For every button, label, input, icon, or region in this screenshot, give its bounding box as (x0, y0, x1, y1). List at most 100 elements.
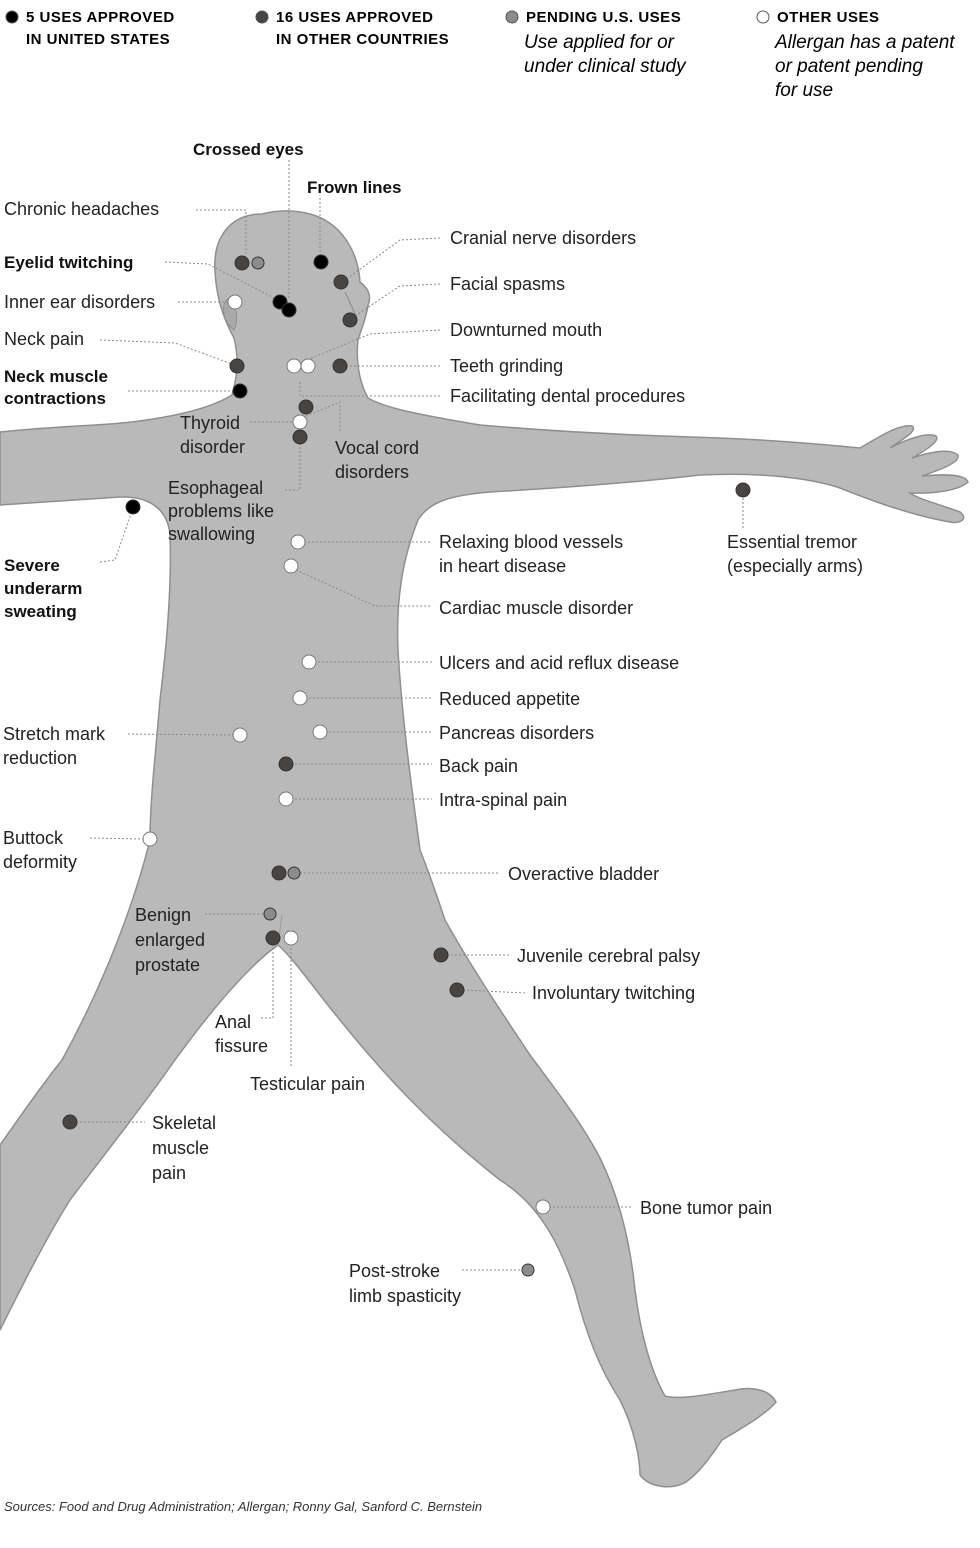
leader-line (89, 837, 145, 840)
leader-line (99, 507, 134, 563)
leader-lines (76, 160, 744, 1271)
label-pancreas: Pancreas disorders (439, 723, 594, 743)
label-intra-spinal: Intra-spinal pain (439, 790, 567, 810)
marker-cerebral-palsy-approved-other (433, 947, 449, 963)
label-skeletal: Skeletal (152, 1113, 216, 1133)
marker-ulcers-other (301, 654, 317, 670)
marker-teeth-grinding-other (300, 358, 316, 374)
label-facial-spasms: Facial spasms (450, 274, 565, 294)
marker-chronic-headaches-approved-other (234, 255, 250, 271)
marker-pancreas-other (312, 724, 328, 740)
marker-frown-lines-approved-us (313, 254, 329, 270)
marker-teeth-grinding-approved-other (332, 358, 348, 374)
label-vocal-cord: Vocal cord (335, 438, 419, 458)
legend-description: or patent pending (775, 56, 923, 77)
marker-twitching-approved-other (449, 982, 465, 998)
label-buttock: deformity (3, 852, 77, 872)
legend-pending-us-dot (505, 10, 519, 24)
label-prostate: enlarged (135, 930, 205, 950)
label-blood-vessels: Relaxing blood vessels (439, 532, 623, 552)
leader-line (351, 283, 441, 319)
label-anal-fissure: fissure (215, 1036, 268, 1056)
label-esophageal: problems like (168, 501, 274, 521)
label-underarm: sweating (4, 602, 77, 621)
leader-line (305, 401, 341, 432)
marker-chronic-headaches-pending-us (251, 256, 265, 270)
label-frown-lines: Frown lines (307, 178, 401, 197)
label-underarm: Severe (4, 556, 60, 575)
label-downturned-mouth: Downturned mouth (450, 320, 602, 340)
marker-skeletal-approved-other (62, 1114, 78, 1130)
label-esophageal: swallowing (168, 524, 255, 544)
leader-line (295, 569, 432, 607)
label-prostate: prostate (135, 955, 200, 975)
marker-appetite-other (292, 690, 308, 706)
label-testicular: Testicular pain (250, 1074, 365, 1094)
label-underarm: underarm (4, 579, 82, 598)
label-eyelid-twitching: Eyelid twitching (4, 253, 133, 272)
leader-line (260, 944, 274, 1019)
label-blood-vessels: in heart disease (439, 556, 566, 576)
marker-prostate-pending-us (263, 907, 277, 921)
marker-underarm-approved-us (125, 499, 141, 515)
legend-heading: 5 USES APPROVED (26, 9, 175, 26)
marker-downturned-mouth-other (286, 358, 302, 374)
marker-bladder-approved-other (271, 865, 287, 881)
label-bladder: Overactive bladder (508, 864, 659, 884)
legend: 5 USES APPROVED IN UNITED STATES 16 USES A… (5, 9, 955, 101)
label-twitching: Involuntary twitching (532, 983, 695, 1003)
leader-line (285, 442, 301, 491)
marker-esophageal-approved-other (292, 429, 308, 445)
label-skeletal: muscle (152, 1138, 209, 1158)
label-chronic-headaches: Chronic headaches (4, 199, 159, 219)
marker-back-pain-approved-other (278, 756, 294, 772)
marker-essential-tremor-approved-other (735, 482, 751, 498)
marker-cardiac-other (283, 558, 299, 574)
label-thyroid: Thyroid (180, 413, 240, 433)
label-neck-muscle: contractions (4, 389, 106, 408)
legend-heading: IN UNITED STATES (26, 31, 170, 48)
marker-cranial-nerve-approved-other (333, 274, 349, 290)
label-bone-tumor: Bone tumor pain (640, 1198, 772, 1218)
label-post-stroke: Post-stroke (349, 1261, 440, 1281)
body-shape (0, 210, 969, 1488)
marker-neck-pain-approved-other (229, 358, 245, 374)
label-post-stroke: limb spasticity (349, 1286, 461, 1306)
marker-anal-fissure-approved-other (265, 930, 281, 946)
legend-heading: IN OTHER COUNTRIES (276, 31, 449, 48)
leader-line (196, 209, 247, 256)
legend-heading: PENDING U.S. USES (526, 9, 681, 26)
label-cardiac: Cardiac muscle disorder (439, 598, 633, 618)
label-inner-ear: Inner ear disorders (4, 292, 155, 312)
label-stretch-mark: reduction (3, 748, 77, 768)
legend-approved-us-dot (5, 10, 19, 24)
leader-line (347, 237, 441, 279)
marker-intra-spinal-other (278, 791, 294, 807)
label-thyroid: disorder (180, 437, 245, 457)
marker-neck-muscle-approved-us (232, 383, 248, 399)
label-stretch-mark: Stretch mark (3, 724, 106, 744)
label-cranial-nerve: Cranial nerve disorders (450, 228, 636, 248)
label-esophageal: Esophageal (168, 478, 263, 498)
label-prostate: Benign (135, 905, 191, 925)
label-teeth-grinding: Teeth grinding (450, 356, 563, 376)
legend-heading: 16 USES APPROVED (276, 9, 434, 26)
legend-heading: OTHER USES (777, 9, 880, 26)
leader-line (299, 380, 440, 397)
marker-thyroid-other (292, 414, 308, 430)
source-note: Sources: Food and Drug Administration; A… (4, 1499, 482, 1514)
marker-eyelid-twitching-approved-us (281, 302, 297, 318)
label-appetite: Reduced appetite (439, 689, 580, 709)
label-essential-tremor: Essential tremor (727, 532, 857, 552)
legend-other-dot (756, 10, 770, 24)
legend-description: under clinical study (524, 56, 687, 77)
marker-testicular-other (283, 930, 299, 946)
legend-description: Use applied for or (524, 32, 675, 53)
label-crossed-eyes: Crossed eyes (193, 140, 304, 159)
label-neck-pain: Neck pain (4, 329, 84, 349)
marker-inner-ear-other (227, 294, 243, 310)
marker-post-stroke-pending-us (521, 1263, 535, 1277)
marker-blood-vessels-other (290, 534, 306, 550)
marker-bladder-pending-us (287, 866, 301, 880)
